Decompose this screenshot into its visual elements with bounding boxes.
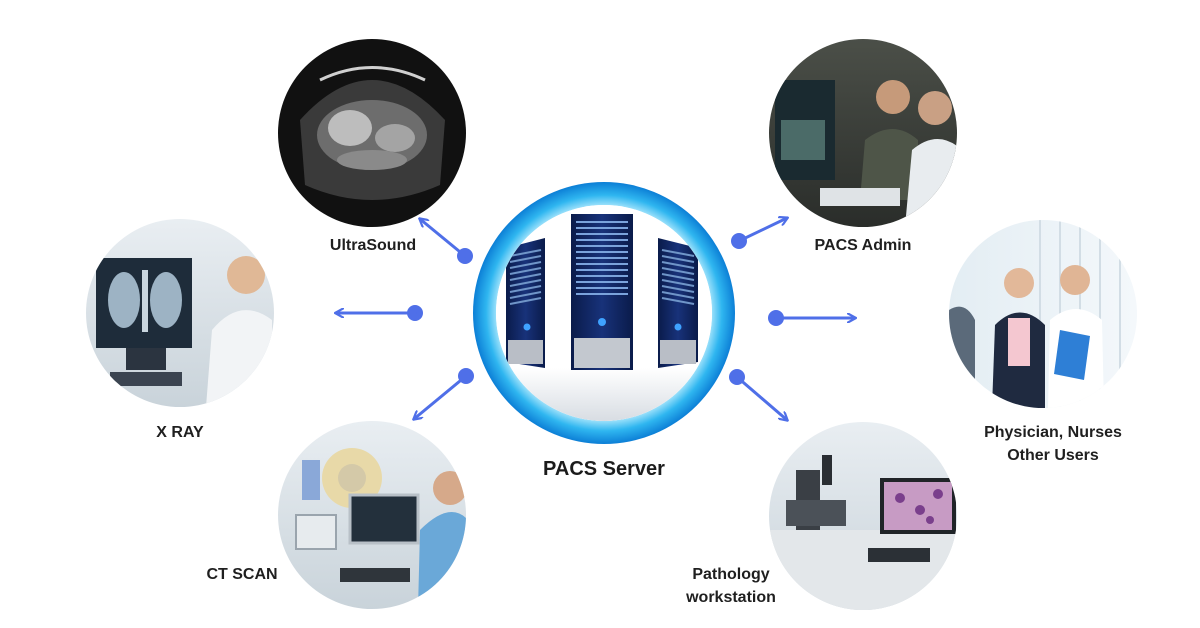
connector-pathology bbox=[729, 369, 787, 420]
pathology-label-line1: Pathology bbox=[692, 566, 770, 583]
pacs-server-label: PACS Server bbox=[543, 458, 665, 480]
xray-image bbox=[86, 219, 274, 407]
ultrasound-node bbox=[278, 39, 466, 227]
pacs-admin-label: PACS Admin bbox=[814, 237, 912, 254]
connector-ctscan bbox=[414, 368, 474, 419]
connector-users bbox=[768, 310, 855, 326]
xray-label: X RAY bbox=[156, 424, 204, 441]
ctscan-image bbox=[278, 421, 466, 609]
users-node bbox=[949, 220, 1137, 408]
ctscan-label: CT SCAN bbox=[206, 566, 278, 583]
pathology-label: Pathology workstation bbox=[661, 563, 801, 609]
pacs-admin-node bbox=[769, 39, 957, 227]
pathology-label-line2: workstation bbox=[686, 589, 776, 606]
xray-node bbox=[86, 219, 274, 407]
connector-admin bbox=[731, 218, 787, 249]
ctscan-node bbox=[278, 421, 466, 609]
users-label: Physician, Nurses Other Users bbox=[958, 421, 1148, 467]
users-image bbox=[949, 220, 1137, 408]
connector-xray bbox=[336, 305, 423, 321]
connector-ultrasound bbox=[420, 219, 473, 264]
pacs-admin-image bbox=[769, 39, 957, 227]
users-label-line1: Physician, Nurses bbox=[984, 424, 1122, 441]
ultrasound-label: UltraSound bbox=[329, 237, 417, 254]
pacs-server-node bbox=[473, 182, 735, 444]
connectors bbox=[336, 218, 855, 420]
server-racks-image bbox=[496, 205, 712, 421]
users-label-line2: Other Users bbox=[1007, 447, 1099, 464]
ultrasound-image bbox=[278, 39, 466, 227]
